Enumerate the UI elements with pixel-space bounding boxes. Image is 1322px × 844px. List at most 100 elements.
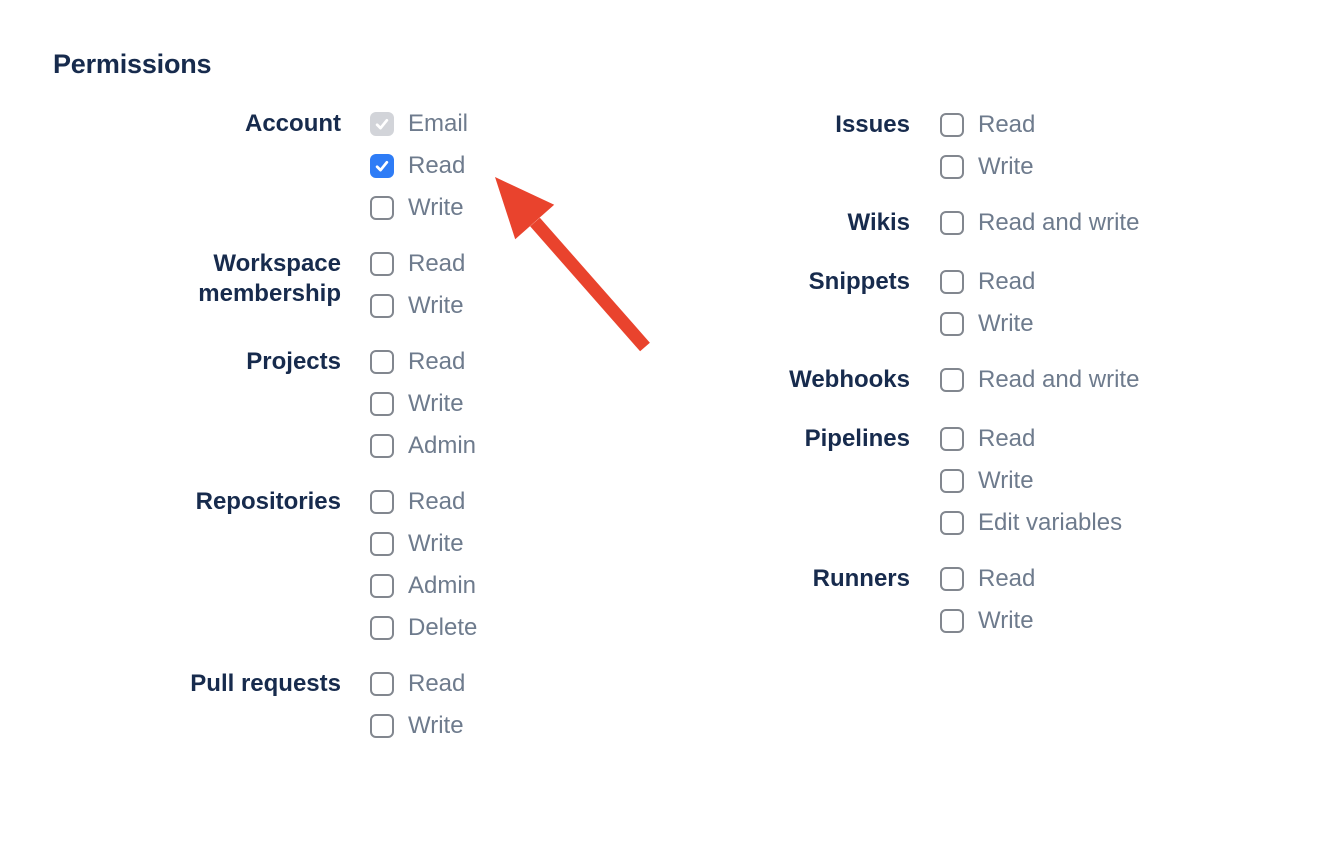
option-row-pipelines-write: Write (940, 467, 1122, 494)
option-row-repositories-delete: Delete (370, 614, 478, 641)
snippets-read-label[interactable]: Read (978, 268, 1036, 295)
group-label-wikis: Wikis (847, 209, 910, 236)
checkmark-icon (375, 118, 389, 130)
option-row-webhooks-read-and-write: Read and write (940, 366, 1140, 393)
runners-read-label[interactable]: Read (978, 565, 1036, 592)
option-row-wikis-read-and-write: Read and write (940, 209, 1140, 236)
group-label-repositories: Repositories (195, 488, 341, 515)
pull-requests-write-label[interactable]: Write (408, 712, 464, 739)
repositories-write-checkbox[interactable] (370, 532, 394, 556)
issues-write-label[interactable]: Write (978, 153, 1034, 180)
projects-admin-label[interactable]: Admin (408, 432, 477, 459)
issues-write-checkbox[interactable] (940, 155, 964, 179)
webhooks-read-and-write-checkbox[interactable] (940, 368, 964, 392)
group-label-runners: Runners (812, 565, 910, 592)
workspace-membership-write-label[interactable]: Write (408, 292, 464, 319)
wikis-read-and-write-checkbox[interactable] (940, 211, 964, 235)
option-row-snippets-write: Write (940, 310, 1035, 337)
pipelines-write-checkbox[interactable] (940, 469, 964, 493)
runners-read-checkbox[interactable] (940, 567, 964, 591)
snippets-write-checkbox[interactable] (940, 312, 964, 336)
option-row-repositories-write: Write (370, 530, 477, 557)
option-row-workspace-membership-write: Write (370, 292, 465, 319)
issues-read-checkbox[interactable] (940, 113, 964, 137)
repositories-read-checkbox[interactable] (370, 490, 394, 514)
workspace-membership-read-label[interactable]: Read (408, 250, 466, 277)
option-row-account-read: Read (370, 152, 468, 179)
webhooks-read-and-write-label[interactable]: Read and write (978, 366, 1140, 393)
pipelines-edit-variables-label[interactable]: Edit variables (978, 509, 1123, 536)
repositories-admin-checkbox[interactable] (370, 574, 394, 598)
pull-requests-read-checkbox[interactable] (370, 672, 394, 696)
option-row-account-email: Email (370, 110, 469, 137)
group-label-projects: Projects (246, 348, 341, 375)
pull-requests-read-label[interactable]: Read (408, 670, 466, 697)
option-row-repositories-read: Read (370, 488, 477, 515)
option-row-pipelines-edit-variables: Edit variables (940, 509, 1123, 536)
repositories-write-label[interactable]: Write (408, 530, 464, 557)
account-email-checkbox (370, 112, 394, 136)
projects-read-checkbox[interactable] (370, 350, 394, 374)
pipelines-edit-variables-checkbox[interactable] (940, 511, 964, 535)
group-label-pull-requests: Pull requests (190, 670, 341, 697)
account-read-checkbox[interactable] (370, 154, 394, 178)
option-row-pipelines-read: Read (940, 425, 1122, 452)
pull-requests-write-checkbox[interactable] (370, 714, 394, 738)
repositories-delete-checkbox[interactable] (370, 616, 394, 640)
runners-write-label[interactable]: Write (978, 607, 1034, 634)
option-row-repositories-admin: Admin (370, 572, 477, 599)
projects-write-checkbox[interactable] (370, 392, 394, 416)
snippets-read-checkbox[interactable] (940, 270, 964, 294)
repositories-read-label[interactable]: Read (408, 488, 466, 515)
runners-write-checkbox[interactable] (940, 609, 964, 633)
workspace-membership-read-checkbox[interactable] (370, 252, 394, 276)
group-label-workspace-membership: Workspace membership (198, 250, 341, 307)
pipelines-write-label[interactable]: Write (978, 467, 1034, 494)
account-write-checkbox[interactable] (370, 196, 394, 220)
option-row-snippets-read: Read (940, 268, 1036, 295)
pipelines-read-checkbox[interactable] (940, 427, 964, 451)
repositories-admin-label[interactable]: Admin (408, 572, 477, 599)
option-row-projects-admin: Admin (370, 432, 477, 459)
account-read-label[interactable]: Read (408, 152, 466, 179)
projects-write-label[interactable]: Write (408, 390, 464, 417)
group-label-snippets: Snippets (808, 268, 910, 295)
projects-admin-checkbox[interactable] (370, 434, 394, 458)
option-row-runners-write: Write (940, 607, 1035, 634)
account-write-label[interactable]: Write (408, 194, 464, 221)
workspace-membership-write-checkbox[interactable] (370, 294, 394, 318)
group-label-pipelines: Pipelines (804, 425, 910, 452)
checkmark-icon (375, 160, 389, 172)
account-email-label: Email (408, 110, 469, 137)
options-wikis: Read and write (940, 209, 1140, 238)
issues-read-label[interactable]: Read (978, 111, 1036, 138)
group-label-issues: Issues (835, 111, 910, 138)
options-webhooks: Read and write (940, 366, 1140, 395)
pipelines-read-label[interactable]: Read (978, 425, 1036, 452)
page-title: Permissions (53, 49, 212, 79)
repositories-delete-label[interactable]: Delete (408, 614, 478, 641)
option-row-runners-read: Read (940, 565, 1036, 592)
snippets-write-label[interactable]: Write (978, 310, 1034, 337)
projects-read-label[interactable]: Read (408, 348, 466, 375)
option-row-account-write: Write (370, 194, 468, 221)
wikis-read-and-write-label[interactable]: Read and write (978, 209, 1140, 236)
option-row-issues-write: Write (940, 153, 1035, 180)
